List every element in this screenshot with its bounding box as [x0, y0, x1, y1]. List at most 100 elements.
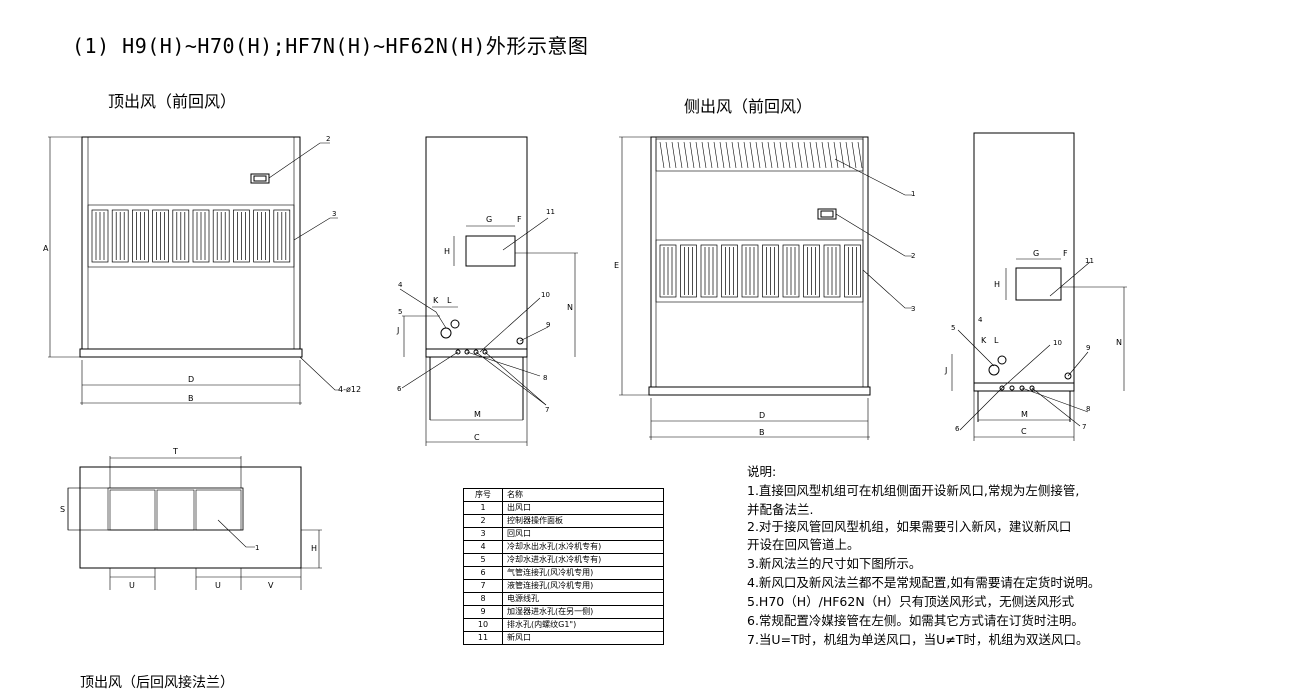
view-title-side-outlet: 侧出风（前回风）: [684, 97, 813, 116]
callout-8: 8: [1086, 405, 1090, 413]
part-name: 回风口: [502, 527, 664, 541]
dim-K: K: [981, 336, 987, 345]
outlet-fin: [839, 141, 845, 169]
callout-6: 6: [955, 425, 960, 433]
callout-9: 9: [1086, 344, 1090, 352]
outlet-fin: [725, 141, 731, 169]
outlet-fin: [773, 141, 779, 169]
callout-11: 11: [1085, 257, 1094, 265]
dim-B: B: [188, 394, 194, 403]
outlet-fin: [731, 141, 737, 169]
dim-A: A: [43, 244, 49, 253]
grille-louver: [823, 244, 841, 298]
callout-7: 7: [545, 406, 549, 414]
dim-F: F: [517, 215, 522, 224]
dim-G: G: [486, 215, 492, 224]
callout-2: 2: [911, 252, 915, 260]
part-number: 11: [463, 631, 503, 645]
side-view-top-outlet: [399, 136, 578, 446]
plan-view: [67, 456, 322, 590]
dim-K: K: [433, 296, 439, 305]
part-number: 3: [463, 527, 503, 541]
note-2b: 开设在回风管道上。: [747, 537, 860, 552]
outlet-fin: [719, 141, 725, 169]
outlet-fin: [821, 141, 827, 169]
grille-louver: [111, 209, 129, 263]
note-5: 5.H70（H）/HF62N（H）只有顶送风形式，无侧送风形式: [747, 594, 1075, 609]
outlet-fin: [665, 141, 671, 169]
dim-U: U: [129, 581, 135, 590]
part-number: 5: [463, 553, 503, 567]
note-3: 3.新风法兰的尺寸如下图所示。: [747, 556, 922, 571]
dim-N: N: [1116, 338, 1122, 347]
outlet-fin: [671, 141, 677, 169]
dim-E: E: [614, 261, 619, 270]
callout-10: 10: [1053, 339, 1062, 347]
outlet-fin: [797, 141, 803, 169]
outlet-fin: [791, 141, 797, 169]
outlet-fin: [851, 141, 857, 169]
dim-D: D: [188, 375, 194, 384]
bottom-view-title: 顶出风（后回风接法兰）: [80, 675, 234, 691]
grille-louver: [273, 209, 291, 263]
grille-louver: [233, 209, 250, 263]
control-panel-icon: [250, 173, 270, 184]
part-number: 8: [463, 592, 503, 606]
callout-5: 5: [398, 308, 402, 316]
part-number: 1: [463, 501, 503, 515]
part-name: 电源线孔: [502, 592, 664, 606]
front-view-top-outlet: [48, 136, 340, 405]
page-title: (1) H9(H)~H70(H);HF7N(H)~HF62N(H)外形示意图: [72, 34, 589, 58]
dim-hole: 4-ø12: [338, 385, 361, 394]
part-number: 10: [463, 618, 503, 632]
outlet-fin: [701, 141, 707, 169]
note-6: 6.常规配置冷媒接管在左侧。如需其它方式请在订货时注明。: [747, 613, 1084, 628]
dim-D: D: [759, 411, 765, 420]
outlet-fin: [689, 141, 695, 169]
outlet-fin: [857, 141, 863, 169]
callout-3: 3: [911, 305, 915, 313]
grille-louver: [844, 244, 861, 298]
outlet-fin: [713, 141, 719, 169]
part-name: 控制器操作面板: [502, 514, 664, 528]
part-name: 冷却水出水孔(水冷机专有): [502, 540, 664, 554]
grille-louver: [741, 244, 759, 298]
callout-3: 3: [332, 210, 336, 218]
callout-8: 8: [543, 374, 547, 382]
outlet-fin: [767, 141, 773, 169]
grille-louver: [659, 244, 677, 298]
dim-H: H: [444, 247, 450, 256]
grille-louver: [762, 244, 779, 298]
callout-6: 6: [397, 385, 402, 393]
part-number: 2: [463, 514, 503, 528]
outlet-fin: [707, 141, 713, 169]
outlet-fin: [695, 141, 701, 169]
part-number: 9: [463, 605, 503, 619]
col-header-name: 名称: [502, 488, 664, 502]
outlet-fin: [845, 141, 851, 169]
dim-W: H: [311, 544, 317, 553]
dim-S: S: [60, 505, 65, 514]
grille-louver: [172, 209, 190, 263]
part-name: 冷却水进水孔(水冷机专有): [502, 553, 664, 567]
dim-J: J: [944, 366, 947, 375]
table-header-row: 序号 名称: [463, 488, 664, 502]
grille-louver: [700, 244, 718, 298]
callout-2: 2: [326, 135, 330, 143]
outlet-fin: [785, 141, 791, 169]
callout-10: 10: [541, 291, 550, 299]
fresh-air-port: [465, 235, 516, 267]
dim-U: U: [215, 581, 221, 590]
note-7: 7.当U=T时，机组为单送风口，当U≠T时，机组为双送风口。: [747, 632, 1089, 647]
dim-L: L: [447, 296, 452, 305]
dim-F: F: [1063, 249, 1068, 258]
